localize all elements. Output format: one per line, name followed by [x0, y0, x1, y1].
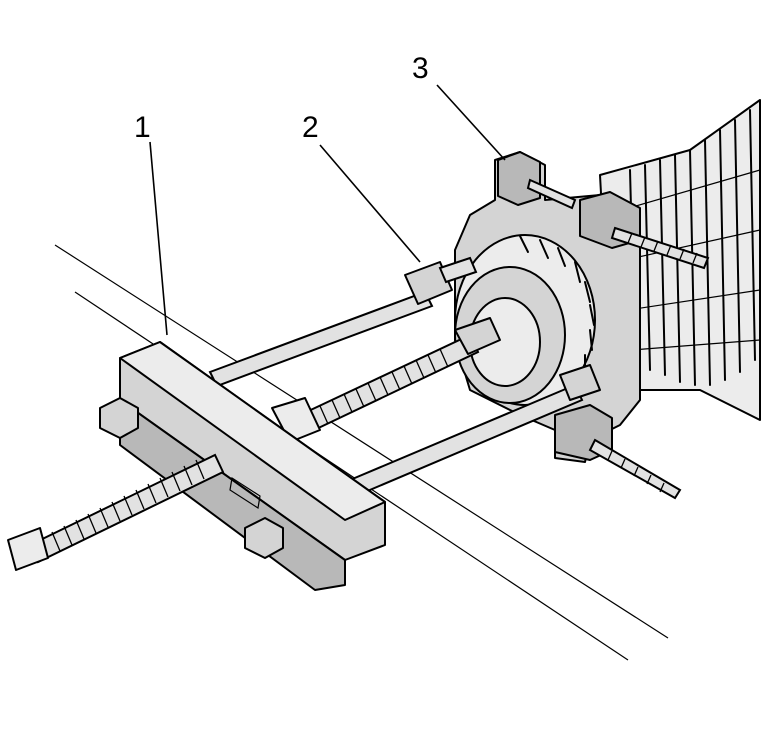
crossbar-left-nut	[99, 397, 139, 439]
leader-1	[149, 141, 168, 336]
pulled-gear	[454, 234, 596, 406]
callout-leaders	[149, 84, 506, 336]
callout-1: 1	[134, 111, 151, 144]
forcing-screw	[271, 317, 501, 443]
callout-labels: 1 2 3	[134, 52, 429, 144]
forcing-screw-threads	[319, 348, 449, 425]
crossbar-right-nut	[244, 517, 284, 559]
separator-bolt-threads	[607, 232, 698, 493]
callout-2: 2	[302, 111, 319, 144]
main-threaded-screw	[7, 453, 225, 571]
main-screw-threads	[51, 459, 205, 552]
leader-2	[319, 144, 421, 263]
callout-3: 3	[412, 52, 429, 85]
puller-crossbar	[99, 341, 386, 591]
upper-puller-rod	[208, 256, 478, 388]
lower-puller-rod	[348, 364, 601, 497]
rod-nut	[404, 261, 453, 305]
leader-3	[436, 84, 506, 161]
